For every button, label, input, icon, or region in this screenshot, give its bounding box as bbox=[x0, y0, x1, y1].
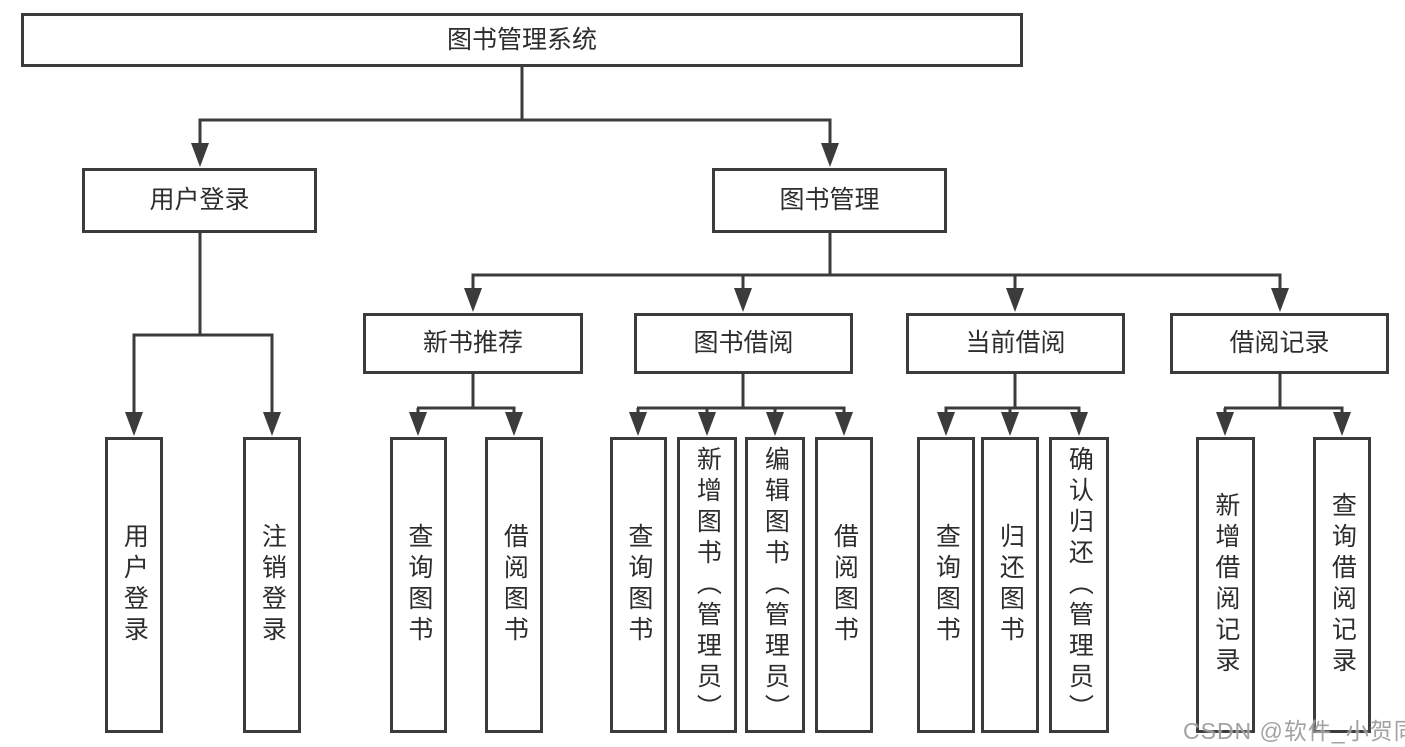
node-leaf-query-book-recommend: 查询图书 bbox=[390, 437, 447, 733]
node-borrow-records: 借阅记录 bbox=[1170, 313, 1389, 374]
edge-new-book-recommend-to-leaves bbox=[409, 374, 523, 436]
arrowhead-down-icon bbox=[1006, 288, 1024, 312]
node-user-login-label: 用户登录 bbox=[149, 186, 250, 215]
leaf-label: 注销登录 bbox=[258, 523, 287, 647]
leaf-label: 查询借阅记录 bbox=[1328, 492, 1357, 678]
leaf-label: 新增借阅记录 bbox=[1211, 492, 1240, 678]
leaf-label: 查询图书 bbox=[932, 523, 961, 647]
leaf-label: 查询图书 bbox=[624, 523, 653, 647]
node-leaf-query-book-current: 查询图书 bbox=[917, 437, 975, 733]
node-root: 图书管理系统 bbox=[21, 13, 1023, 67]
node-leaf-borrow-book-recommend: 借阅图书 bbox=[485, 437, 543, 733]
node-leaf-user-login: 用户登录 bbox=[105, 437, 163, 733]
node-leaf-add-book-admin: 新增图书（管理员） bbox=[677, 437, 737, 733]
leaf-label: 查询图书 bbox=[404, 523, 433, 647]
arrowhead-down-icon bbox=[1216, 412, 1234, 436]
arrowhead-down-icon bbox=[734, 288, 752, 312]
node-book-borrow: 图书借阅 bbox=[634, 313, 853, 374]
arrowhead-down-icon bbox=[409, 412, 427, 436]
node-root-label: 图书管理系统 bbox=[446, 25, 597, 54]
edge-book-management-to-level3 bbox=[464, 233, 1289, 312]
leaf-label: 用户登录 bbox=[120, 523, 149, 647]
node-leaf-logout: 注销登录 bbox=[243, 437, 301, 733]
csdn-watermark: CSDN @软件_小贺同学 bbox=[1183, 718, 1405, 744]
node-leaf-borrow-book: 借阅图书 bbox=[815, 437, 873, 733]
edge-book-borrow-to-leaves bbox=[629, 374, 853, 436]
leaf-label: 归还图书 bbox=[996, 523, 1025, 647]
arrowhead-down-icon bbox=[937, 412, 955, 436]
leaf-label: 新增图书（管理员） bbox=[693, 445, 722, 725]
edge-current-borrow-to-leaves bbox=[937, 374, 1088, 436]
node-leaf-add-borrow-record: 新增借阅记录 bbox=[1196, 437, 1255, 733]
leaf-label: 借阅图书 bbox=[830, 523, 859, 647]
leaf-label: 编辑图书（管理员） bbox=[761, 445, 790, 725]
node-new-book-recommend-label: 新书推荐 bbox=[422, 329, 523, 358]
leaf-label: 确认归还（管理员） bbox=[1065, 445, 1094, 725]
node-leaf-query-borrow-record: 查询借阅记录 bbox=[1313, 437, 1371, 733]
node-book-borrow-label: 图书借阅 bbox=[693, 329, 794, 358]
node-new-book-recommend: 新书推荐 bbox=[363, 313, 583, 374]
arrowhead-down-icon bbox=[1001, 412, 1019, 436]
node-leaf-edit-book-admin: 编辑图书（管理员） bbox=[745, 437, 805, 733]
arrowhead-down-icon bbox=[505, 412, 523, 436]
node-leaf-query-book-borrow: 查询图书 bbox=[610, 437, 667, 733]
arrowhead-down-icon bbox=[191, 143, 209, 167]
node-leaf-return-book: 归还图书 bbox=[981, 437, 1039, 733]
leaf-label: 借阅图书 bbox=[500, 523, 529, 647]
node-current-borrow: 当前借阅 bbox=[906, 313, 1125, 374]
arrowhead-down-icon bbox=[766, 412, 784, 436]
arrowhead-down-icon bbox=[464, 288, 482, 312]
node-book-management-label: 图书管理 bbox=[779, 186, 880, 215]
arrowhead-down-icon bbox=[629, 412, 647, 436]
edge-user-login-to-leaves bbox=[125, 233, 281, 436]
node-leaf-confirm-return-admin: 确认归还（管理员） bbox=[1049, 437, 1109, 733]
node-borrow-records-label: 借阅记录 bbox=[1229, 329, 1330, 358]
arrowhead-down-icon bbox=[1271, 288, 1289, 312]
edge-borrow-records-to-leaves bbox=[1216, 374, 1351, 436]
arrowhead-down-icon bbox=[835, 412, 853, 436]
node-book-management: 图书管理 bbox=[712, 168, 947, 233]
edge-root-to-level2 bbox=[191, 66, 839, 167]
node-current-borrow-label: 当前借阅 bbox=[965, 329, 1066, 358]
arrowhead-down-icon bbox=[1070, 412, 1088, 436]
arrowhead-down-icon bbox=[1333, 412, 1351, 436]
arrowhead-down-icon bbox=[821, 143, 839, 167]
arrowhead-down-icon bbox=[698, 412, 716, 436]
arrowhead-down-icon bbox=[263, 412, 281, 436]
arrowhead-down-icon bbox=[125, 412, 143, 436]
node-user-login: 用户登录 bbox=[82, 168, 317, 233]
